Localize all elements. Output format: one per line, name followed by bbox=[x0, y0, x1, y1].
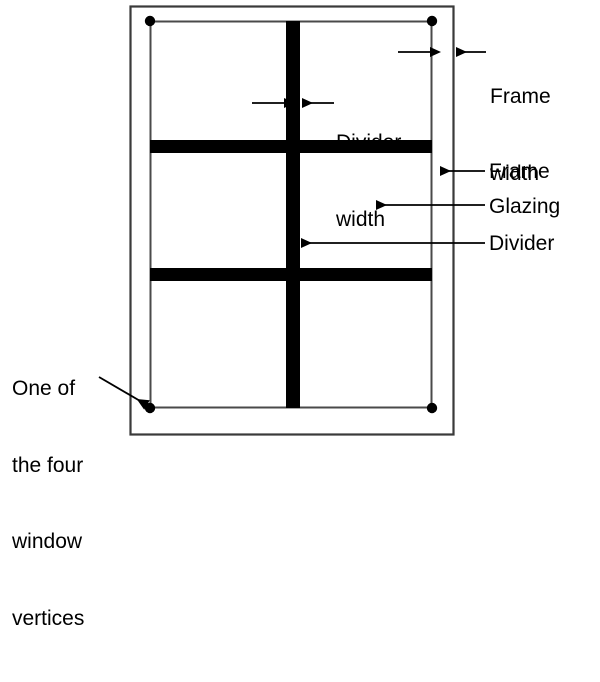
window-diagram: Frame width Divider width Frame Glazing … bbox=[12, 5, 561, 630]
vertical-divider bbox=[286, 21, 300, 408]
label-divider-width: Divider width bbox=[336, 79, 401, 283]
label-glazing: Glazing bbox=[489, 195, 561, 218]
label-frame-width-line1: Frame bbox=[490, 85, 551, 108]
label-vertices-line4: vertices bbox=[12, 606, 85, 630]
window-vertex-top-right bbox=[426, 15, 438, 27]
label-frame-width-line2: width bbox=[490, 161, 540, 185]
label-divider-width-line2: width bbox=[336, 207, 386, 231]
vertex-callout-line bbox=[98, 376, 150, 410]
label-vertices-line1: One of bbox=[12, 377, 76, 400]
label-frame-width: Frame width bbox=[490, 33, 551, 237]
label-divider: Divider bbox=[489, 232, 555, 255]
label-window-vertices: One of the four window vertices bbox=[12, 325, 84, 682]
label-vertices-line3: window bbox=[12, 530, 83, 553]
label-frame: Frame bbox=[489, 160, 550, 183]
diagram-canvas bbox=[98, 5, 486, 436]
label-divider-width-line1: Divider bbox=[336, 131, 402, 154]
label-vertices-line2: the four bbox=[12, 453, 84, 477]
window-vertex-bottom-right bbox=[426, 402, 438, 414]
window-vertex-top-left bbox=[144, 15, 156, 27]
